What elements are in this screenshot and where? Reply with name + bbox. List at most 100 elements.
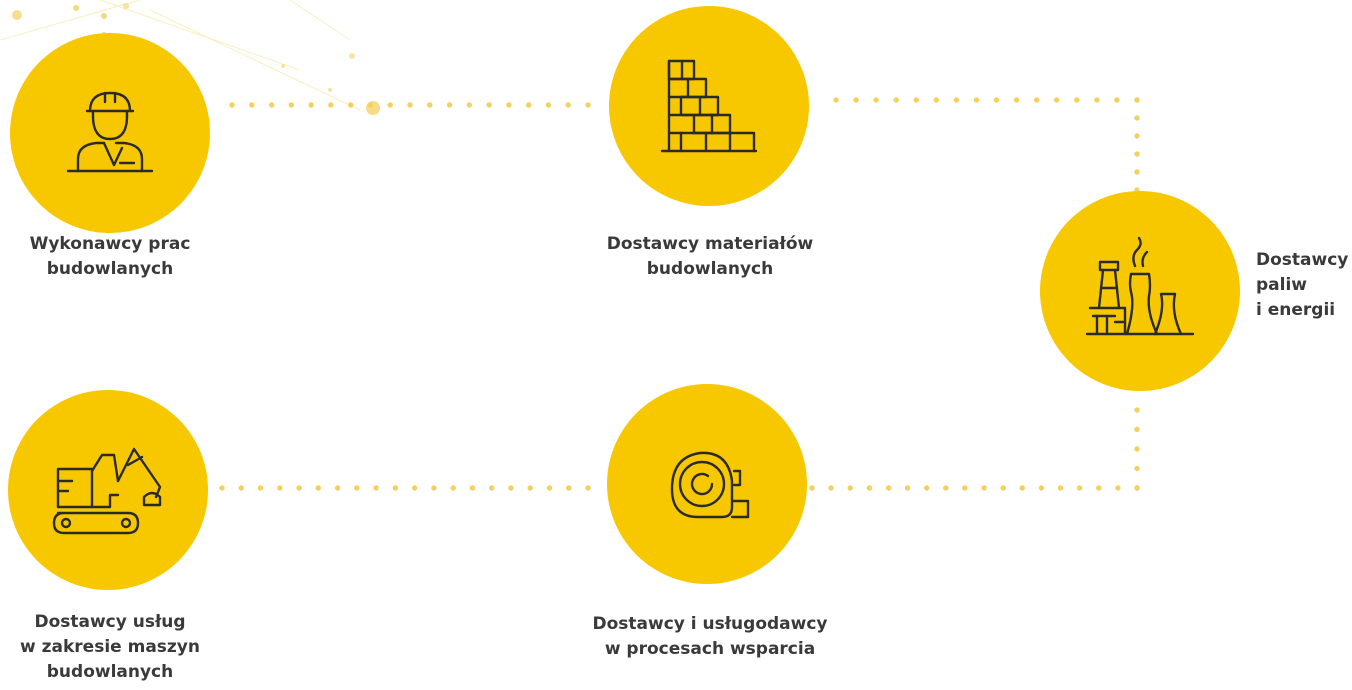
connector-dot — [933, 97, 939, 103]
connector-highlight-dot — [366, 101, 380, 115]
support-circle — [607, 384, 807, 584]
connector-dot — [1134, 407, 1140, 413]
excavator-icon — [52, 447, 162, 535]
tape-measure-icon — [670, 451, 750, 519]
connector-dot — [411, 485, 418, 491]
connector-dot — [833, 97, 839, 103]
connector-dot — [1134, 115, 1140, 121]
label-line: i energii — [1256, 300, 1336, 320]
connector-dot — [308, 102, 314, 108]
connector-dot — [1019, 485, 1025, 491]
connector-dot — [486, 102, 492, 108]
connector-dot — [334, 485, 341, 491]
construction-worker-icon — [66, 91, 154, 173]
connector-dot — [268, 102, 275, 108]
connector-dot — [392, 485, 399, 491]
connector-dot — [407, 102, 413, 108]
connector-dot — [853, 97, 859, 103]
connector-dot — [893, 97, 899, 103]
connector-dot — [1096, 485, 1102, 491]
connector-dot — [565, 102, 571, 108]
connector-dot — [1134, 426, 1140, 433]
connector-dot — [585, 485, 591, 491]
label-line: w procesach wsparcia — [604, 639, 816, 659]
connector-dot — [566, 485, 572, 491]
connector-dot — [913, 97, 919, 103]
label-line: Dostawcy materiałów — [606, 234, 814, 254]
background-network-decoration — [0, 0, 361, 111]
connector-dot — [315, 485, 321, 491]
connector-dot — [508, 485, 514, 491]
label-line: budowlanych — [646, 259, 774, 279]
connector-dot — [1013, 97, 1020, 103]
connector-dot — [1094, 97, 1100, 103]
connector-dot — [1076, 485, 1083, 491]
connector-dot — [585, 102, 591, 108]
connector-dot — [1134, 446, 1140, 452]
connector-dot — [1134, 97, 1140, 103]
connector-dot — [249, 102, 255, 108]
connector-dot — [427, 102, 433, 108]
label-line: w zakresie maszyn — [20, 637, 200, 657]
connector-dot — [238, 485, 244, 491]
label-line: Dostawcy i usługodawcy — [592, 614, 828, 634]
connector-dot — [431, 485, 437, 491]
connector-dot — [1134, 133, 1140, 139]
connector-dot — [229, 102, 235, 108]
contractors-label: Wykonawcy prac budowlanych — [10, 232, 210, 282]
connector-dot — [993, 97, 1000, 103]
connector-dot — [466, 102, 472, 108]
connector-dot — [446, 102, 453, 108]
connector-dot — [257, 485, 264, 491]
connector-dot — [1114, 97, 1120, 103]
power-plant-icon — [1085, 236, 1195, 336]
label-line: budowlanych — [46, 662, 174, 682]
support-label: Dostawcy i usługodawcy w procesach wspar… — [560, 612, 860, 662]
connector-dot — [506, 102, 512, 108]
connector-dot — [1057, 485, 1064, 491]
connector-dot — [1038, 485, 1045, 491]
connector-dot — [527, 485, 533, 491]
connector-dot — [354, 485, 360, 491]
label-line: budowlanych — [46, 259, 174, 279]
bricks-icon — [660, 59, 758, 153]
connector-dot — [1134, 169, 1140, 175]
materials-label: Dostawcy materiałów budowlanych — [560, 232, 860, 282]
machinery-label: Dostawcy usług w zakresie maszyn budowla… — [0, 610, 220, 685]
contractors-circle — [10, 33, 210, 233]
energy-circle — [1040, 191, 1240, 391]
connector-dot — [828, 485, 834, 491]
connector-dot — [1134, 465, 1140, 472]
connector-dot — [277, 485, 283, 491]
connector-dot — [866, 485, 873, 491]
connector-dot — [953, 97, 960, 103]
connector-dot — [328, 102, 334, 108]
connector-dot — [288, 102, 294, 108]
label-line: Wykonawcy prac — [29, 234, 191, 254]
materials-circle — [609, 6, 809, 206]
connector-dot — [450, 485, 456, 491]
label-line: Dostawcy usług — [34, 612, 186, 632]
connector-dot — [943, 485, 949, 491]
connector-dot — [1034, 97, 1040, 103]
label-line: Dostawcy — [1256, 250, 1349, 270]
connector-dot — [296, 485, 302, 491]
connector-dot — [1054, 97, 1060, 103]
connector-dot — [885, 485, 892, 491]
connector-dot — [1134, 485, 1140, 491]
connector-dot — [1000, 485, 1006, 491]
connector-dot — [545, 102, 552, 108]
connector-dot — [546, 485, 553, 491]
connector-dot — [924, 485, 930, 491]
connector-dot — [526, 102, 532, 108]
connector-dot — [387, 102, 393, 108]
connector-dot — [219, 485, 225, 491]
connector-dot — [1134, 151, 1140, 157]
connector-dot — [809, 485, 815, 491]
connector-dot — [847, 485, 853, 491]
connector-dot — [904, 485, 911, 491]
connector-dot — [873, 97, 879, 103]
connector-dot — [981, 485, 987, 491]
